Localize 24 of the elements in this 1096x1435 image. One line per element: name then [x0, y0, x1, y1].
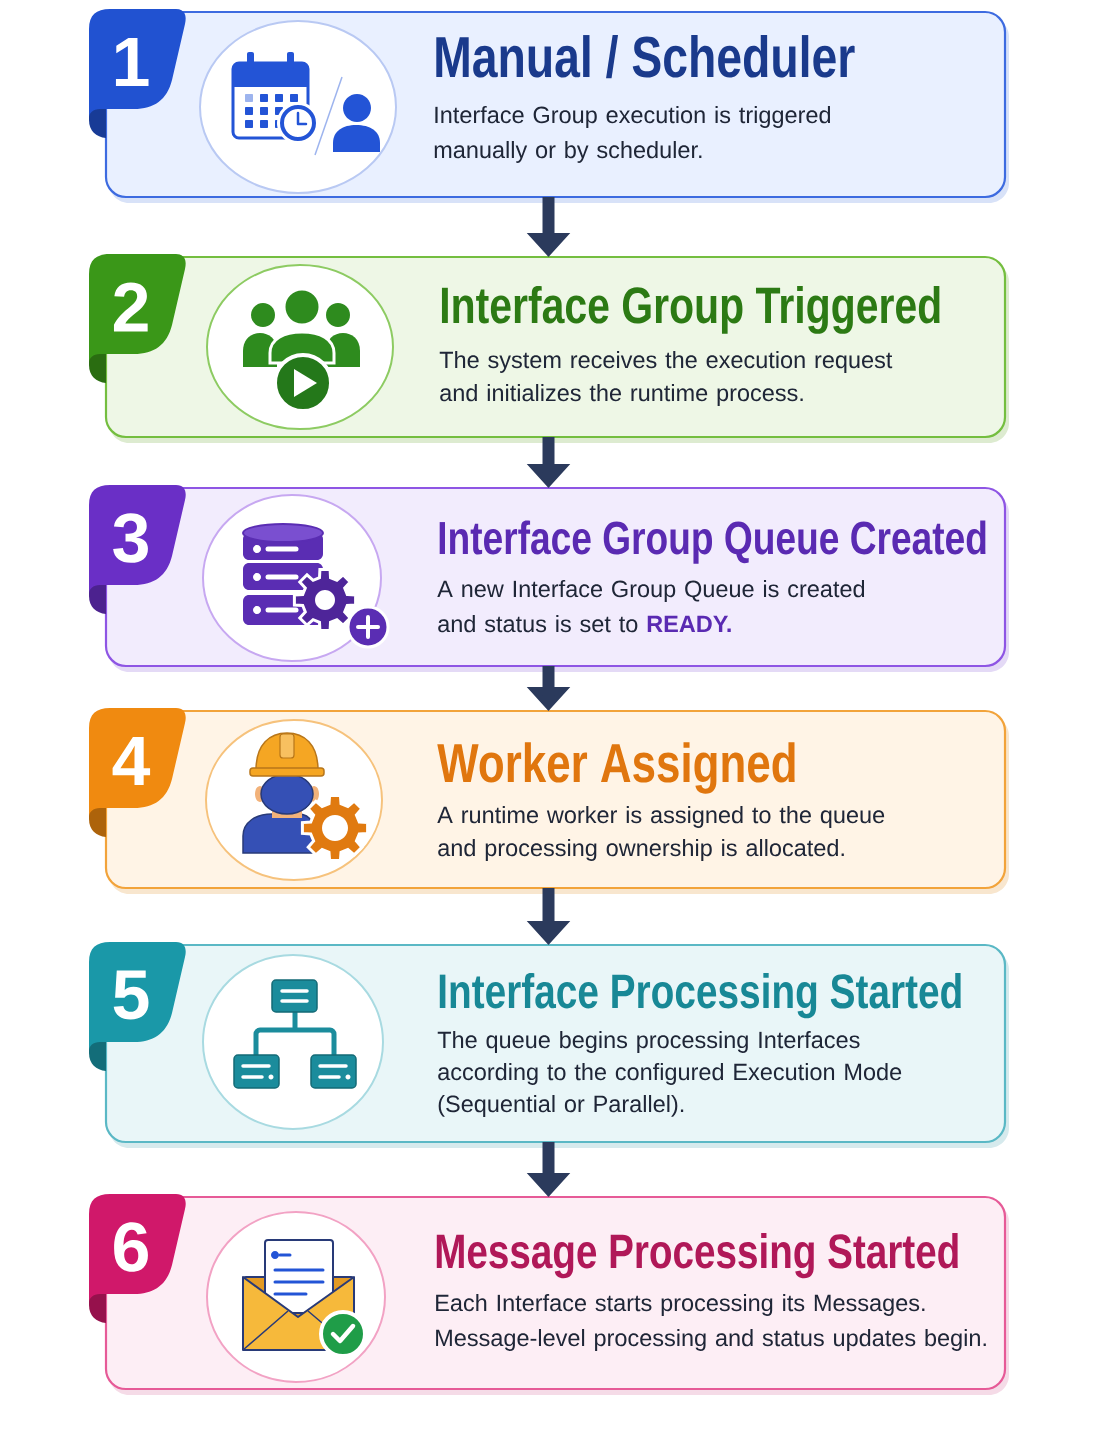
number-badge: 2	[89, 254, 186, 383]
step-card	[89, 942, 1009, 1148]
step-description: The queue begins processing Interfaces according to the configured Execution Mode (Sequential or Parallel).	[437, 1031, 902, 1117]
step-description: Each Interface starts processing its Messages. Message-level processing and status updates begin.	[436, 1294, 986, 1351]
step-description: A runtime worker is assigned to the queue and processing ownership is allocated.	[437, 806, 885, 861]
step-title: Manual / Scheduler	[436, 35, 855, 79]
step-description: A new Interface Group Queue is created and status is set to READY.	[437, 580, 865, 633]
step-title: Interface Processing Started	[439, 972, 961, 1019]
number-badge: 5	[89, 942, 186, 1071]
step-card	[89, 254, 1009, 443]
step-title: Interface Group Triggered	[441, 285, 940, 334]
step-card	[89, 9, 1009, 203]
step-card	[89, 485, 1009, 672]
step-card	[89, 708, 1009, 894]
step-title: Worker Assigned	[437, 742, 795, 794]
step-card	[89, 1194, 1009, 1395]
step-description: The system receives the execution request and initializes the runtime process.	[439, 351, 893, 406]
step-title: Interface Group Queue Created	[439, 520, 986, 564]
step-description: Interface Group execution is triggered manually or by scheduler.	[434, 106, 831, 163]
number-badge: 1	[89, 9, 186, 138]
number-badge: 3	[89, 485, 186, 614]
number-badge: 4	[89, 708, 186, 837]
step-title: Message Processing Started	[436, 1233, 958, 1279]
number-badge: 6	[89, 1194, 186, 1323]
